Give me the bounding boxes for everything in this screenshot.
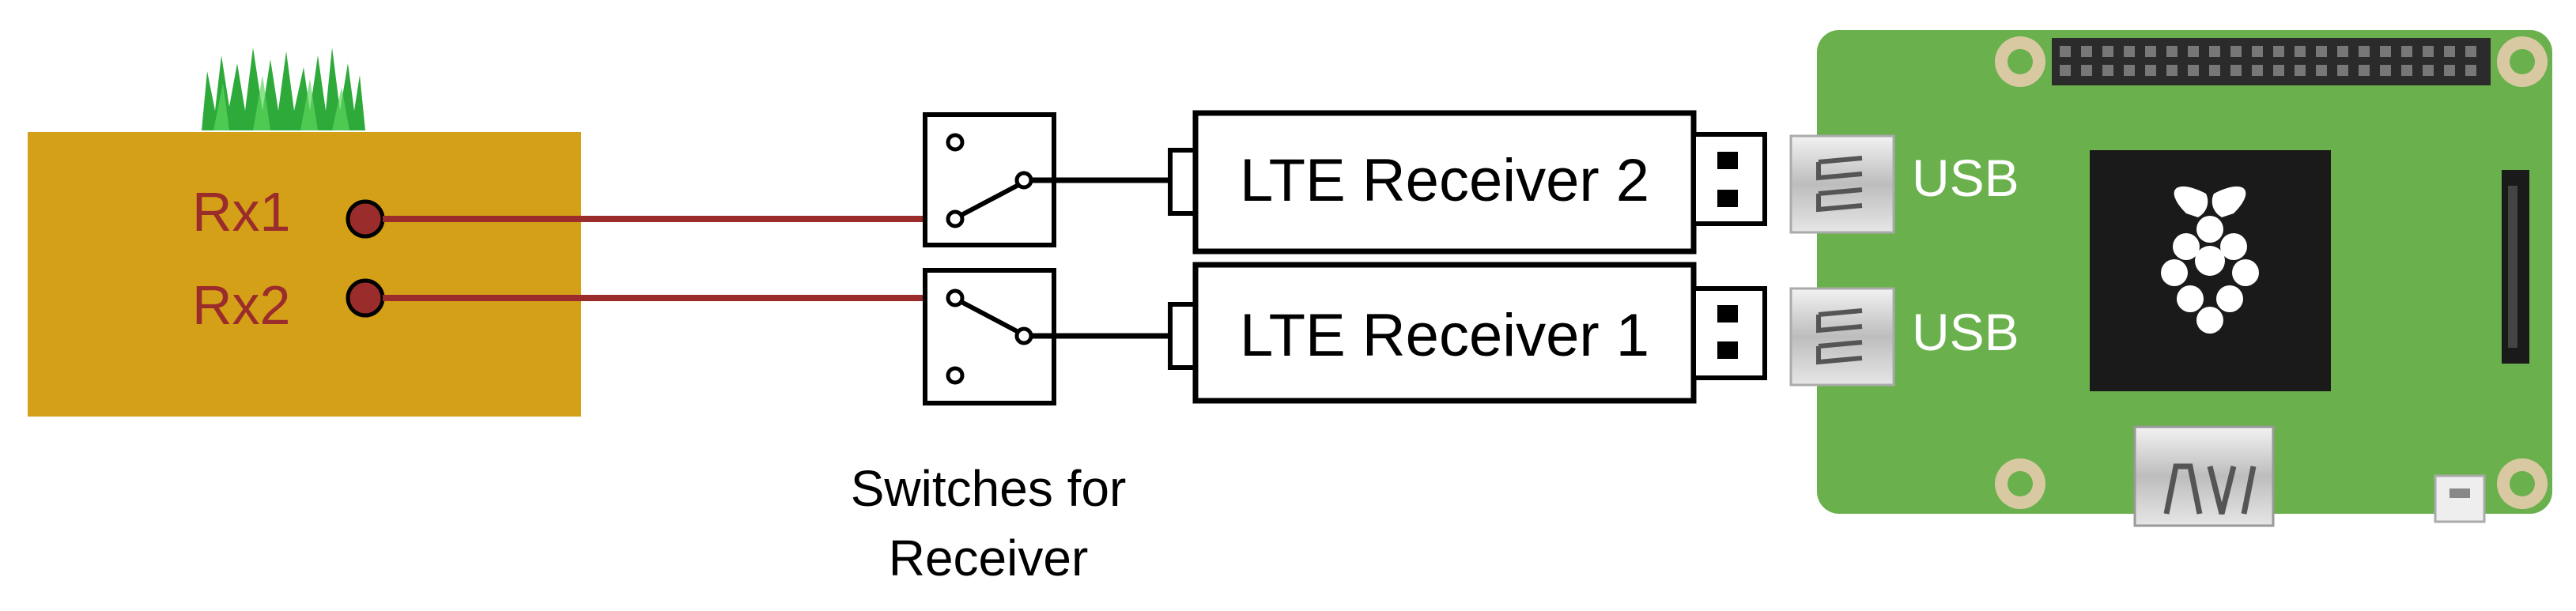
usb-port-bottom	[1789, 287, 1895, 387]
gpio-pin	[2295, 65, 2306, 76]
rx1-port	[346, 199, 385, 239]
lte-receiver-1	[1168, 262, 1767, 404]
gpio-header	[2052, 38, 2491, 85]
gpio-pin	[2380, 65, 2391, 76]
micro-usb-port	[2434, 474, 2486, 523]
gpio-pin	[2380, 46, 2391, 57]
gpio-pin	[2273, 46, 2284, 57]
gpio-pin	[2102, 46, 2113, 57]
gpio-pin	[2209, 46, 2220, 57]
raspberry-pi-logo-icon	[2161, 186, 2259, 334]
switches-caption-line1: Switches for	[851, 460, 1127, 517]
lte-receiver-1-label: LTE Receiver 1	[1240, 302, 1649, 369]
rx1-label: Rx1	[192, 181, 290, 243]
mounting-hole	[2497, 458, 2548, 509]
gpio-pin	[2423, 65, 2434, 76]
gpio-pin	[2230, 46, 2242, 57]
gpio-pin	[2359, 65, 2370, 76]
rx2-label: Rx2	[192, 274, 290, 336]
gpio-pin	[2273, 65, 2284, 76]
gpio-pin	[2359, 46, 2370, 57]
grass-icon	[202, 47, 365, 130]
mounting-hole	[2497, 36, 2548, 87]
gpio-pin	[2423, 46, 2434, 57]
gpio-pin	[2124, 46, 2135, 57]
gpio-pin	[2465, 46, 2476, 57]
gpio-pin	[2401, 46, 2412, 57]
mounting-hole	[1995, 458, 2045, 509]
gpio-pin	[2060, 46, 2071, 57]
lte-receiver-2	[1168, 110, 1767, 255]
gpio-pin	[2188, 65, 2199, 76]
gpio-pin	[2444, 65, 2455, 76]
gpio-pin	[2401, 65, 2412, 76]
gpio-pins	[2060, 46, 2476, 76]
gpio-pin	[2081, 46, 2092, 57]
gpio-pin	[2465, 65, 2476, 76]
rx2-port	[346, 278, 385, 318]
gpio-pin	[2337, 46, 2348, 57]
gpio-pin	[2188, 46, 2199, 57]
usb-port-top	[1789, 134, 1895, 234]
gpio-pin	[2316, 46, 2327, 57]
gpio-pin	[2166, 46, 2178, 57]
usb-label-top: USB	[1912, 149, 2019, 207]
gpio-pin	[2102, 65, 2113, 76]
switch-bottom	[923, 268, 1056, 405]
lte-receiver-2-label: LTE Receiver 2	[1240, 147, 1649, 214]
gpio-pin	[2230, 65, 2242, 76]
switches-caption-line2: Receiver	[889, 530, 1089, 586]
gpio-pin	[2209, 65, 2220, 76]
gpio-pin	[2316, 65, 2327, 76]
gpio-pin	[2444, 46, 2455, 57]
gpio-pin	[2081, 65, 2092, 76]
gpio-pin	[2060, 65, 2071, 76]
gpio-pin	[2124, 65, 2135, 76]
gpio-pin	[2252, 65, 2263, 76]
hdmi-port	[2133, 425, 2275, 527]
gpio-pin	[2252, 46, 2263, 57]
usb-label-bottom: USB	[1912, 303, 2019, 361]
mounting-hole	[1995, 36, 2045, 87]
gpio-pin	[2337, 65, 2348, 76]
gpio-pin	[2295, 46, 2306, 57]
antenna-box	[28, 132, 581, 417]
gpio-pin	[2166, 65, 2178, 76]
gpio-pin	[2145, 65, 2156, 76]
gpio-pin	[2145, 46, 2156, 57]
